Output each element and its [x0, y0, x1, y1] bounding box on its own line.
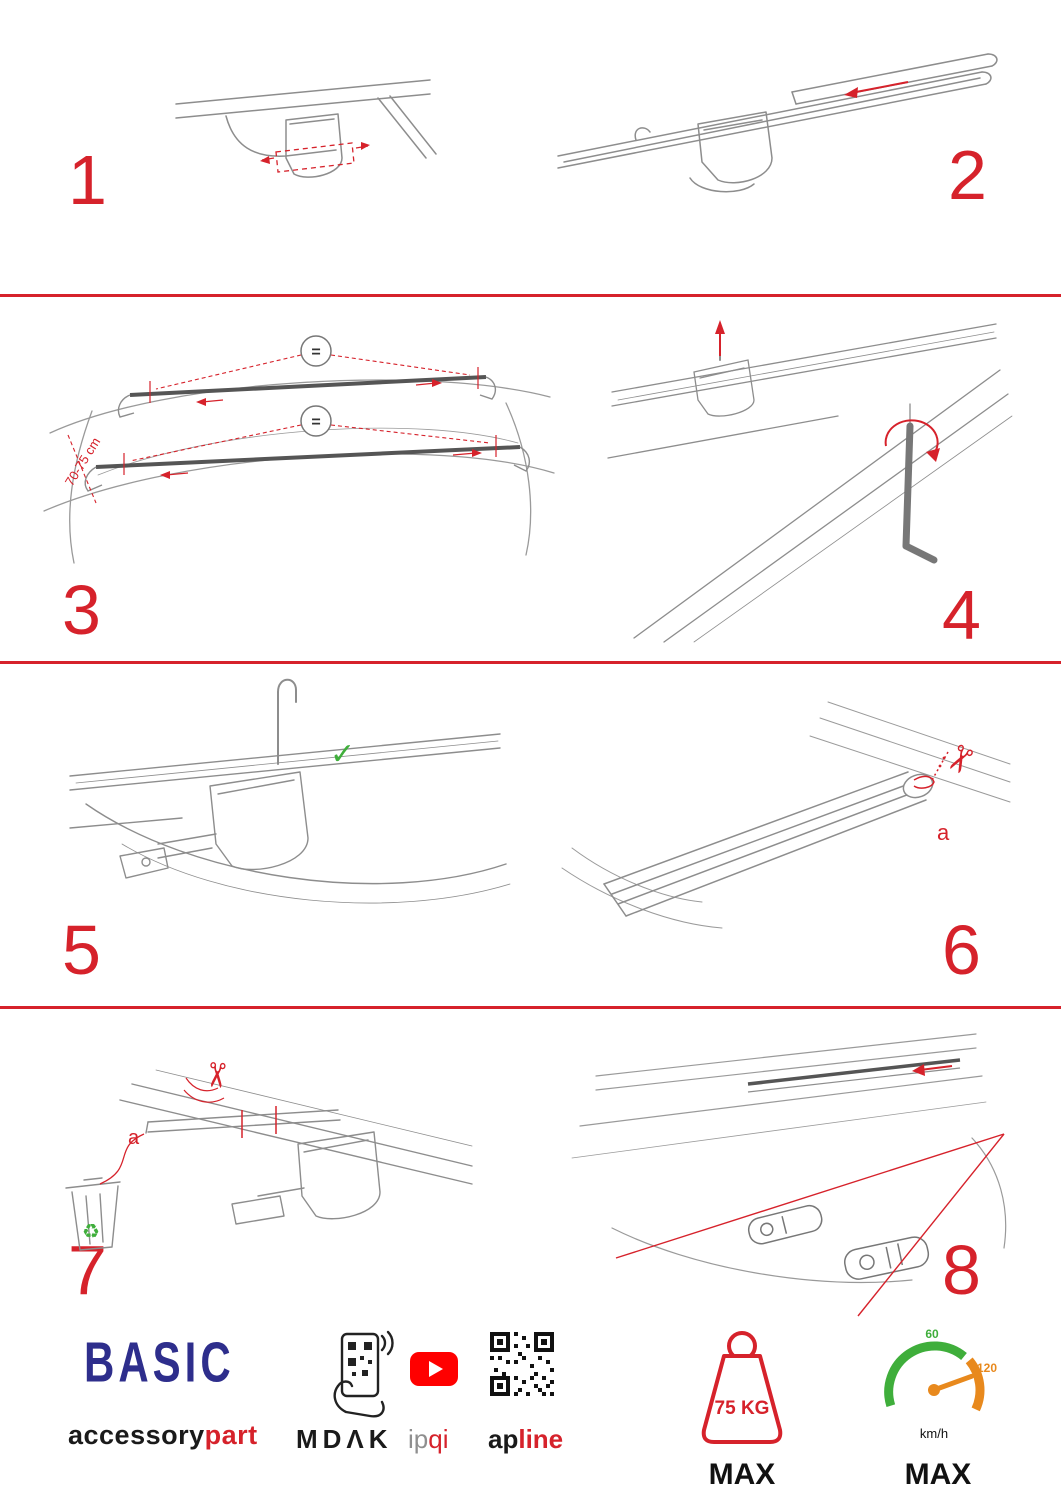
- speedometer-icon: 60 120 km/h: [884, 1327, 997, 1441]
- step-5-number: 5: [62, 911, 101, 989]
- section-divider-2: [0, 661, 1061, 664]
- part-label-a: a: [128, 1127, 140, 1149]
- step-7-number: 7: [68, 1231, 107, 1309]
- partner-ipqi: ipqi: [408, 1424, 449, 1455]
- equal-badge-top: [300, 335, 332, 367]
- step-6-number: 6: [942, 911, 981, 989]
- end-cap-1: [747, 1204, 823, 1245]
- max-weight-label: MAX: [708, 1458, 776, 1491]
- step-4-illustration: [607, 320, 1013, 643]
- equal-badge-bottom: [300, 405, 332, 437]
- max-weight-value: 75 KG: [715, 1398, 770, 1419]
- section-divider-3: [0, 1006, 1061, 1009]
- recycle-icon: ♻: [82, 1219, 100, 1243]
- end-cap-2: [844, 1236, 930, 1280]
- partner-ipqi-gray: ip: [408, 1424, 429, 1454]
- partner-apline-red: line: [518, 1424, 564, 1454]
- equal-sign-top: =: [311, 344, 320, 361]
- brand-wordmark-black: accessory: [68, 1420, 205, 1450]
- step-3-illustration: = = 70-75 cm: [43, 335, 555, 564]
- qr-code: [488, 1330, 556, 1398]
- brand-wordmark-red: part: [204, 1420, 258, 1450]
- distance-measurement-label: 70-75 cm: [62, 435, 103, 489]
- youtube-icon: [410, 1352, 458, 1386]
- step-7-illustration: ✂ a ♻: [65, 1059, 473, 1251]
- step-1-number: 1: [68, 141, 107, 219]
- step-2-illustration: [557, 53, 998, 193]
- partner-apline-black: ap: [488, 1424, 519, 1454]
- slide-arrow-head: [844, 87, 858, 98]
- speedometer-needle: [931, 1373, 975, 1393]
- strip-end-highlight: [913, 775, 935, 789]
- phone-scan-icon: [333, 1330, 394, 1418]
- brand-wordmark: accessorypart: [68, 1420, 258, 1451]
- max-weight-icon: 75 KG: [701, 1331, 783, 1444]
- zoom-guides: [615, 1133, 1005, 1317]
- scissors-icon: ✂: [195, 1059, 237, 1091]
- speed-min-label: 60: [925, 1327, 939, 1341]
- max-speed-label: MAX: [904, 1458, 972, 1491]
- slide-arrow: [919, 1065, 953, 1071]
- step-6-illustration: ✂ a: [561, 701, 1011, 929]
- arrow-right: [361, 142, 370, 150]
- crossbar-rear: [95, 445, 521, 469]
- step-8-number: 8: [942, 1231, 981, 1309]
- section-divider-1: [0, 294, 1061, 297]
- step-8-illustration: [571, 1033, 1007, 1317]
- allen-key: [902, 422, 938, 564]
- bar-profile: [747, 1058, 961, 1086]
- brand-logo: BASIC: [84, 1329, 235, 1394]
- step-5-illustration: ✓: [69, 678, 511, 904]
- arrow-left: [260, 156, 270, 164]
- part-label-a: a: [937, 820, 950, 845]
- step-1-illustration: [175, 79, 437, 178]
- step-2-number: 2: [948, 136, 987, 214]
- partner-mdak: MDΛK: [296, 1424, 393, 1454]
- equal-sign-bottom: =: [311, 414, 320, 431]
- crossbar-front: [129, 375, 487, 397]
- step-3-number: 3: [62, 571, 101, 649]
- step-4-number: 4: [942, 576, 981, 654]
- slide-arrow: [855, 81, 909, 93]
- checkmark-icon: ✓: [330, 737, 355, 772]
- partner-apline: apline: [488, 1424, 563, 1455]
- speed-unit-label: km/h: [920, 1426, 948, 1441]
- partner-ipqi-red: qi: [428, 1424, 449, 1454]
- scissors-icon: ✂: [934, 736, 984, 782]
- speed-max-value: 120: [977, 1361, 997, 1375]
- rotate-arrow: [884, 419, 939, 457]
